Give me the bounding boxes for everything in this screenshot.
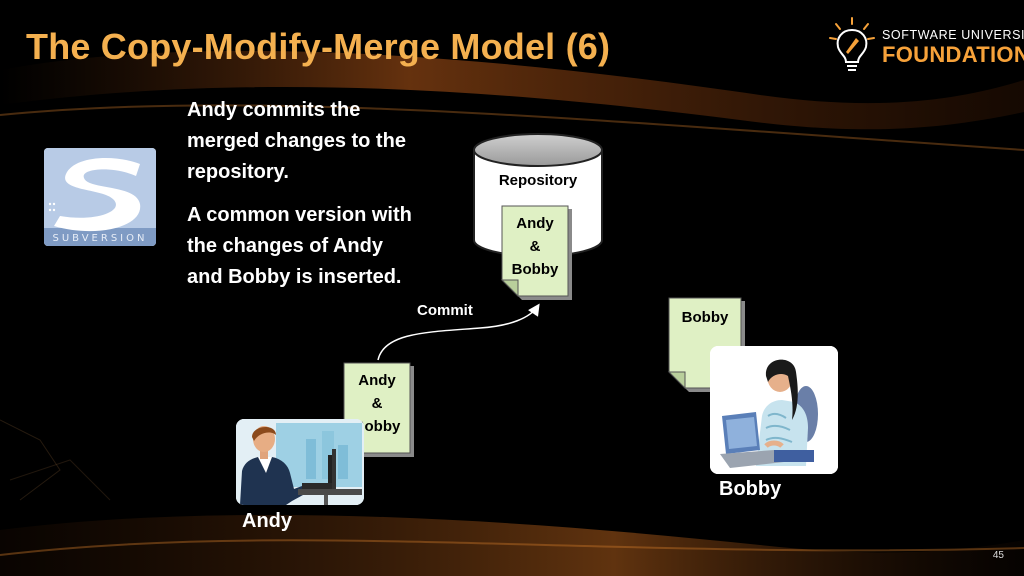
andy-doc-line-3: Bobby xyxy=(353,418,401,435)
woman-at-computer-icon xyxy=(710,346,838,474)
commit-label: Commit xyxy=(417,302,473,319)
andy-doc-line-2: & xyxy=(371,395,383,412)
subversion-logo: SUBVERSION xyxy=(44,148,156,246)
repo-doc-line-1: Andy xyxy=(516,215,554,232)
subversion-s-icon xyxy=(44,148,156,246)
repo-doc-line-3: Bobby xyxy=(511,261,559,278)
repository-label: Repository xyxy=(498,172,578,189)
softuni-logo[interactable]: SOFTWARE UNIVERSITY FOUNDATION xyxy=(826,14,1024,78)
logo-text-bottom: FOUNDATION xyxy=(882,42,1024,67)
repo-doc-line-2: & xyxy=(529,238,541,255)
document-icon xyxy=(500,205,572,300)
slide-title: The Copy-Modify-Merge Model (6) xyxy=(26,26,611,67)
bobby-illustration xyxy=(710,346,838,474)
subversion-wordmark: SUBVERSION xyxy=(52,233,148,244)
description-paragraph-1: Andy commits the merged changes to the r… xyxy=(187,99,406,183)
page-number: 45 xyxy=(992,550,1004,561)
repository-document: Andy & Bobby xyxy=(500,204,574,302)
andy-illustration xyxy=(236,419,364,505)
bobby-label: Bobby xyxy=(719,478,782,500)
description: Andy commits the merged changes to the r… xyxy=(187,95,417,305)
logo-text-top: SOFTWARE UNIVERSITY xyxy=(882,28,1024,42)
lightbulb-rocket-icon xyxy=(829,17,875,71)
commit-arrow xyxy=(377,303,540,361)
description-paragraph-2: A common version with the changes of And… xyxy=(187,204,412,288)
man-at-computer-icon xyxy=(236,419,364,505)
andy-doc-line-1: Andy xyxy=(358,372,396,389)
bobby-doc-line-1: Bobby xyxy=(681,309,729,326)
andy-label: Andy xyxy=(242,510,292,532)
